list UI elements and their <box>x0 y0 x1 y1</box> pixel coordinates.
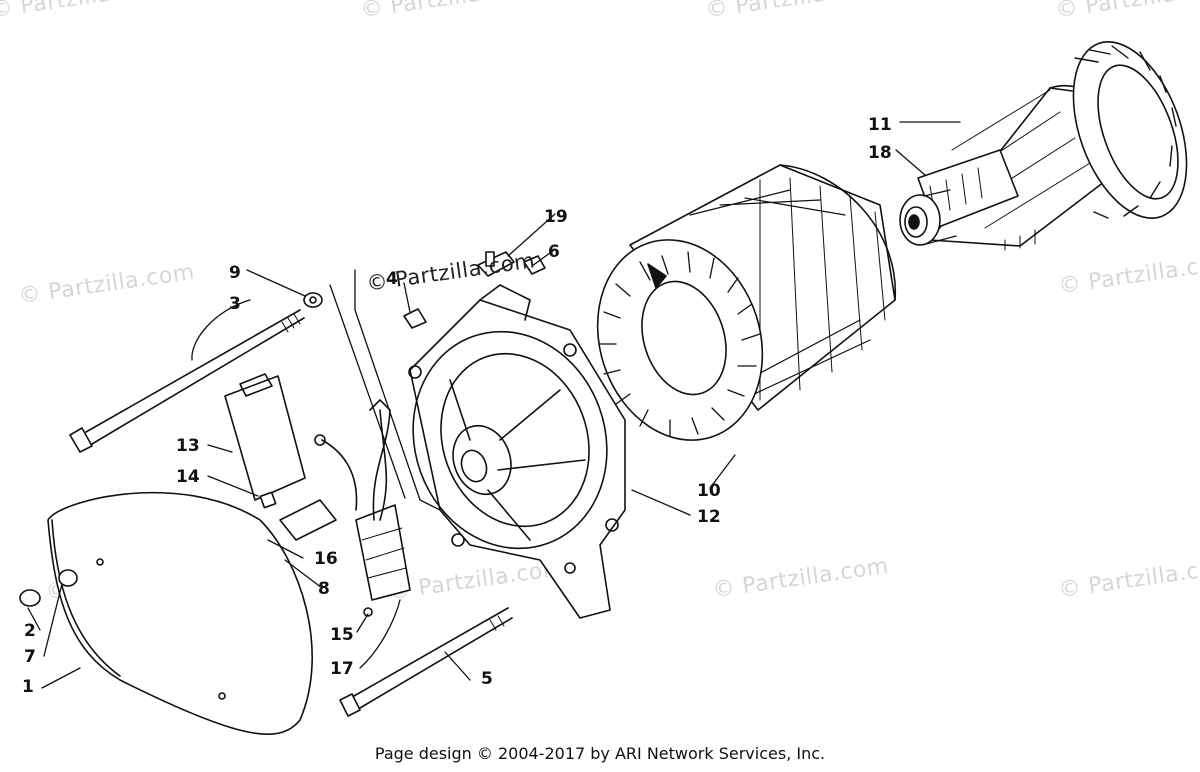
clip-and-screws <box>403 251 546 329</box>
leader-lines <box>27 121 961 689</box>
callout-12: 12 <box>697 507 721 527</box>
callout-14: 14 <box>176 467 200 487</box>
through-bolts <box>69 292 513 717</box>
callout-10: 10 <box>697 481 721 501</box>
callout-2: 2 <box>24 621 36 641</box>
regulator <box>224 373 306 509</box>
callout-7: 7 <box>24 647 36 667</box>
rotor-assembly <box>899 41 1188 251</box>
callout-18: 18 <box>868 143 892 163</box>
brush-holder <box>254 399 411 617</box>
callout-8: 8 <box>318 579 330 599</box>
callout-3: 3 <box>229 294 241 314</box>
callout-11: 11 <box>868 115 892 135</box>
callout-13: 13 <box>176 436 200 456</box>
callout-5: 5 <box>481 669 493 689</box>
copyright-footer: Page design © 2004-2017 by ARI Network S… <box>374 744 826 763</box>
end-bracket <box>408 284 626 619</box>
callout-15: 15 <box>330 625 354 645</box>
callout-6: 6 <box>548 242 560 262</box>
callout-17: 17 <box>330 659 354 679</box>
callout-16: 16 <box>314 549 338 569</box>
callout-9: 9 <box>229 263 241 283</box>
callout-19: 19 <box>544 207 568 227</box>
callout-1: 1 <box>22 677 34 697</box>
cover <box>19 491 313 735</box>
stator <box>596 164 896 441</box>
callout-4: 4 <box>386 269 398 289</box>
